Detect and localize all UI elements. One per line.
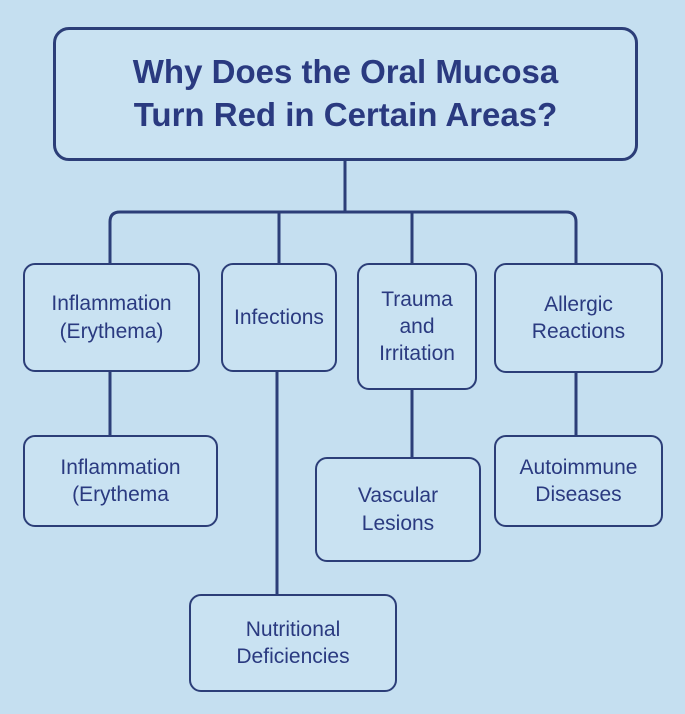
category-infections: Infections: [221, 263, 337, 372]
subitem-label: Autoimmune Diseases: [519, 455, 638, 506]
subitem-label: Inflammation (Erythema: [60, 455, 181, 506]
connector-branch-bar: [108, 210, 578, 266]
category-label: Trauma and Irritation: [379, 287, 455, 366]
subitem-inflammation: Inflammation (Erythema: [23, 435, 218, 527]
category-trauma: Trauma and Irritation: [357, 263, 477, 390]
subitem-nutritional: Nutritional Deficiencies: [189, 594, 397, 692]
subitem-label: Nutritional Deficiencies: [236, 617, 350, 668]
subitem-autoimmune: Autoimmune Diseases: [494, 435, 663, 527]
subitem-label: Vascular Lesions: [357, 484, 439, 535]
diagram-title: Why Does the Oral Mucosa Turn Red in Cer…: [132, 53, 559, 133]
category-label: Infections: [234, 305, 324, 329]
category-allergic: Allergic Reactions: [494, 263, 663, 373]
category-label: Allergic Reactions: [531, 292, 626, 343]
category-inflammation: Inflammation (Erythema): [23, 263, 200, 372]
category-label: Inflammation (Erythema): [51, 292, 172, 343]
subitem-vascular-lesions: Vascular Lesions: [315, 457, 481, 562]
diagram-title-box: Why Does the Oral Mucosa Turn Red in Cer…: [53, 27, 638, 161]
